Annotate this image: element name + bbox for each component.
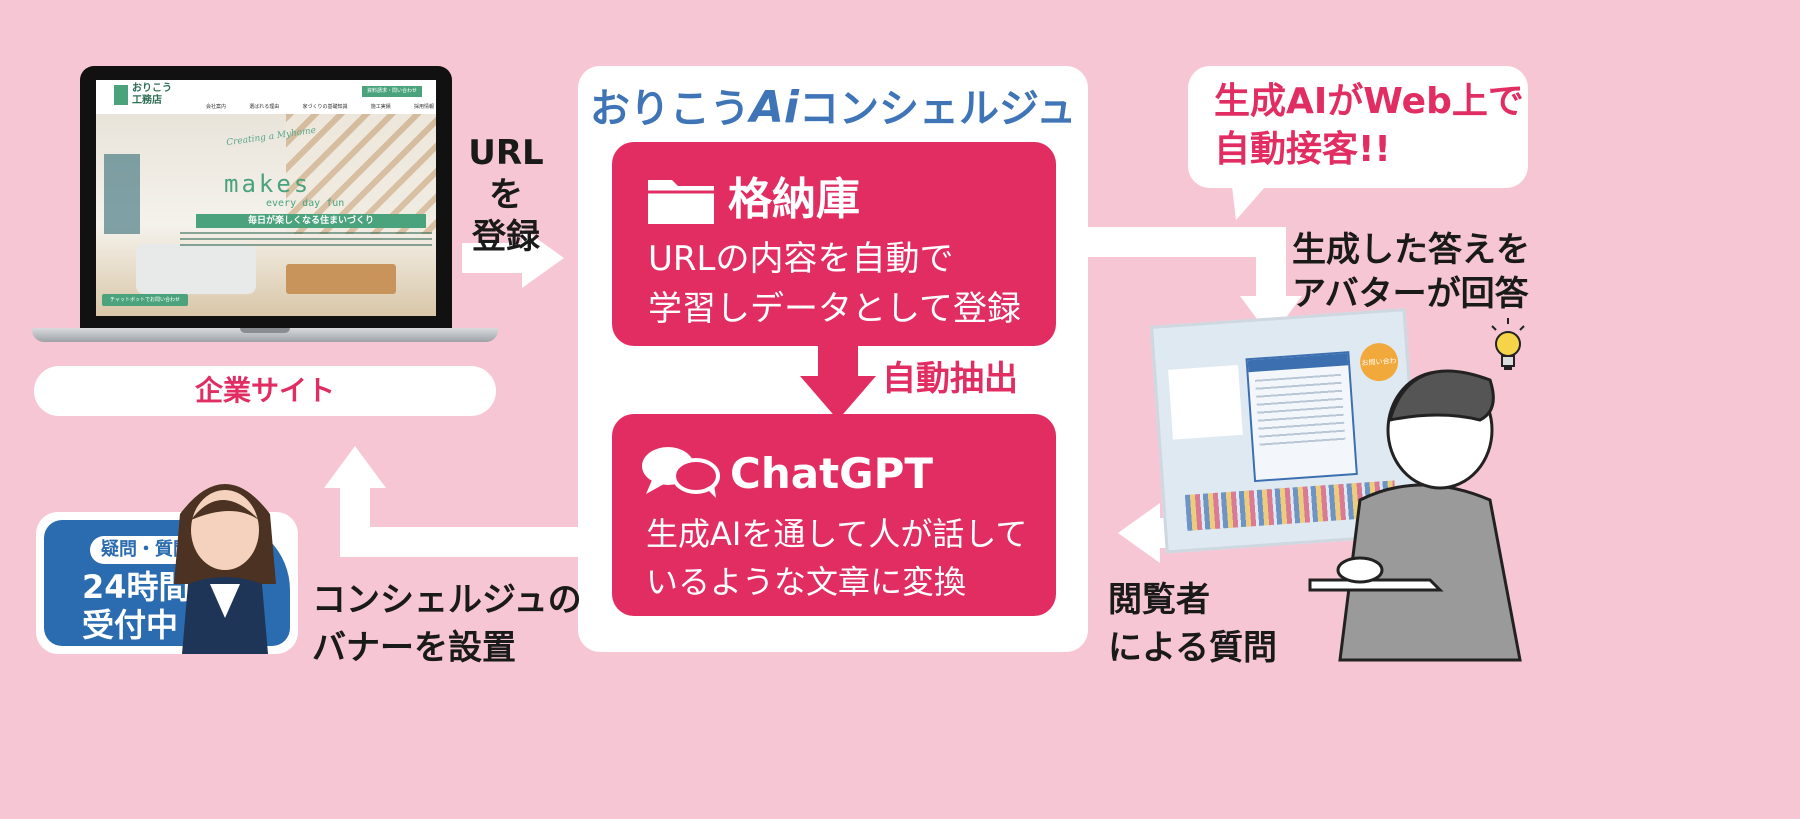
laptop-base: [32, 328, 498, 342]
speech-bubble-text: 生成AIがWeb上で 自動接客!!: [1214, 81, 1524, 170]
extract-arrow-shaft: [818, 346, 858, 378]
site-nav-item[interactable]: 会社案内: [206, 104, 227, 110]
site-nav-item[interactable]: 採用情報: [413, 104, 434, 110]
site-nav-item[interactable]: 家づくりの基礎知識: [302, 104, 348, 110]
coffee-table: [286, 264, 396, 294]
ai-logo: Ai: [749, 82, 799, 133]
site-nav-item[interactable]: 選ばれる理由: [249, 104, 280, 110]
arrow-question-head: [1118, 503, 1160, 563]
hero-tagline: 毎日が楽しくなる住まいづくり: [196, 214, 426, 228]
banner-instruction-label: コンシェルジュの バナーを設置: [312, 580, 582, 668]
company-website: おりこう 工務店 資料請求・問い合わせ 会社案内 選ばれる理由 家づくりの基礎知…: [96, 80, 436, 316]
extract-arrow-head: [800, 376, 876, 420]
company-site-label-box: 企業サイト: [34, 366, 496, 416]
hero-body-lines: [180, 232, 432, 250]
sofa: [136, 244, 256, 294]
site-logo-text: おりこう 工務店: [132, 83, 172, 106]
chat-bubbles-icon: [640, 444, 722, 500]
storage-description: URLの内容を自動で 学習しデータとして登録: [648, 239, 1021, 329]
chatgpt-heading: ChatGPT: [730, 449, 934, 498]
url-register-label: URLを 登録: [468, 133, 544, 257]
arrow-url-register: [462, 243, 526, 273]
site-nav: 会社案内 選ばれる理由 家づくりの基礎知識 施工実績 採用情報: [206, 103, 434, 110]
concierge-avatar: [160, 464, 290, 654]
visitor-person: [1290, 350, 1530, 670]
arrow-url-register-head: [522, 228, 564, 288]
concierge-title: おりこうAiコンシェルジュ: [589, 82, 1077, 133]
kitchen-shelf: [104, 154, 140, 234]
arrow-to-monitor-h: [1080, 227, 1286, 257]
company-site-label: 企業サイト: [194, 374, 335, 407]
arrow-banner-h: [340, 527, 590, 557]
laptop-screen: おりこう 工務店 資料請求・問い合わせ 会社案内 選ばれる理由 家づくりの基礎知…: [80, 66, 452, 328]
site-cta-button[interactable]: 資料請求・問い合わせ: [362, 86, 422, 97]
chatgpt-description: 生成AIを通して人が話して いるような文章に変換: [646, 515, 1028, 601]
laptop-notch: [240, 328, 290, 333]
avatar-answer-label: 生成した答えを アバターが回答: [1292, 230, 1530, 314]
folder-icon: [646, 176, 716, 226]
visitor-question-label: 閲覧者 による質問: [1108, 580, 1277, 668]
monitor-left-panel: [1168, 364, 1243, 440]
arrow-banner-v: [340, 486, 370, 557]
storage-heading: 格納庫: [728, 174, 860, 225]
speech-bubble: 生成AIがWeb上で 自動接客!!: [1188, 66, 1528, 188]
arrow-to-monitor-v: [1256, 227, 1286, 299]
arrow-banner-head: [324, 446, 386, 488]
hero-makes: makes: [224, 170, 312, 198]
lightbulb-icon: [1488, 318, 1528, 378]
speech-bubble-tail: [1232, 186, 1266, 220]
site-logo-icon: [114, 85, 128, 105]
extract-label: 自動抽出: [882, 359, 1018, 399]
site-header: [96, 80, 436, 114]
chatbot-button[interactable]: チャットボットでお問い合わせ: [102, 294, 188, 306]
storage-box: 格納庫 URLの内容を自動で 学習しデータとして登録: [612, 142, 1056, 346]
chatgpt-box: ChatGPT 生成AIを通して人が話して いるような文章に変換: [612, 414, 1056, 616]
banner-text: 24時間 受付中: [82, 568, 191, 644]
site-nav-item[interactable]: 施工実績: [370, 104, 391, 110]
hero-every-day-fun: every day fun: [266, 198, 345, 209]
